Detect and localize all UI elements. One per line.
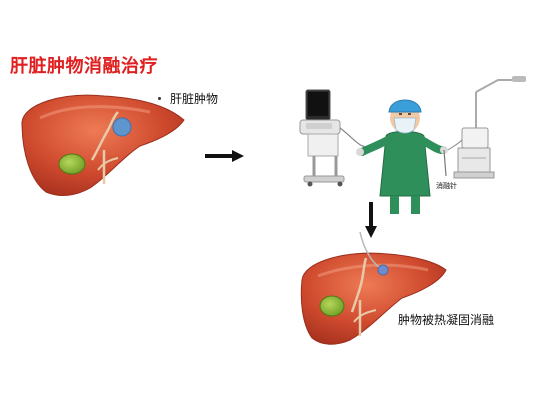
needle-label: 消融针 [436, 182, 457, 190]
diagram-title: 肝脏肿物消融治疗 [10, 56, 158, 77]
result-label: 肿物被热凝固消融 [398, 313, 495, 327]
arrow-down-icon [365, 202, 377, 238]
liver-after-icon [300, 231, 447, 345]
ablated-tumor-icon [377, 264, 389, 276]
surgeon-icon [356, 99, 448, 214]
tumor-label: 肝脏肿物 [170, 92, 219, 106]
gallbladder-icon [319, 295, 345, 317]
tumor-label-bullet [158, 97, 161, 100]
ultrasound-machine-icon [299, 89, 373, 187]
gallbladder-icon [58, 153, 86, 175]
liver-before-icon [21, 94, 185, 196]
tumor-icon [112, 117, 132, 137]
ablation-generator-stand-icon [447, 76, 526, 179]
arrow-right-icon [205, 150, 244, 162]
